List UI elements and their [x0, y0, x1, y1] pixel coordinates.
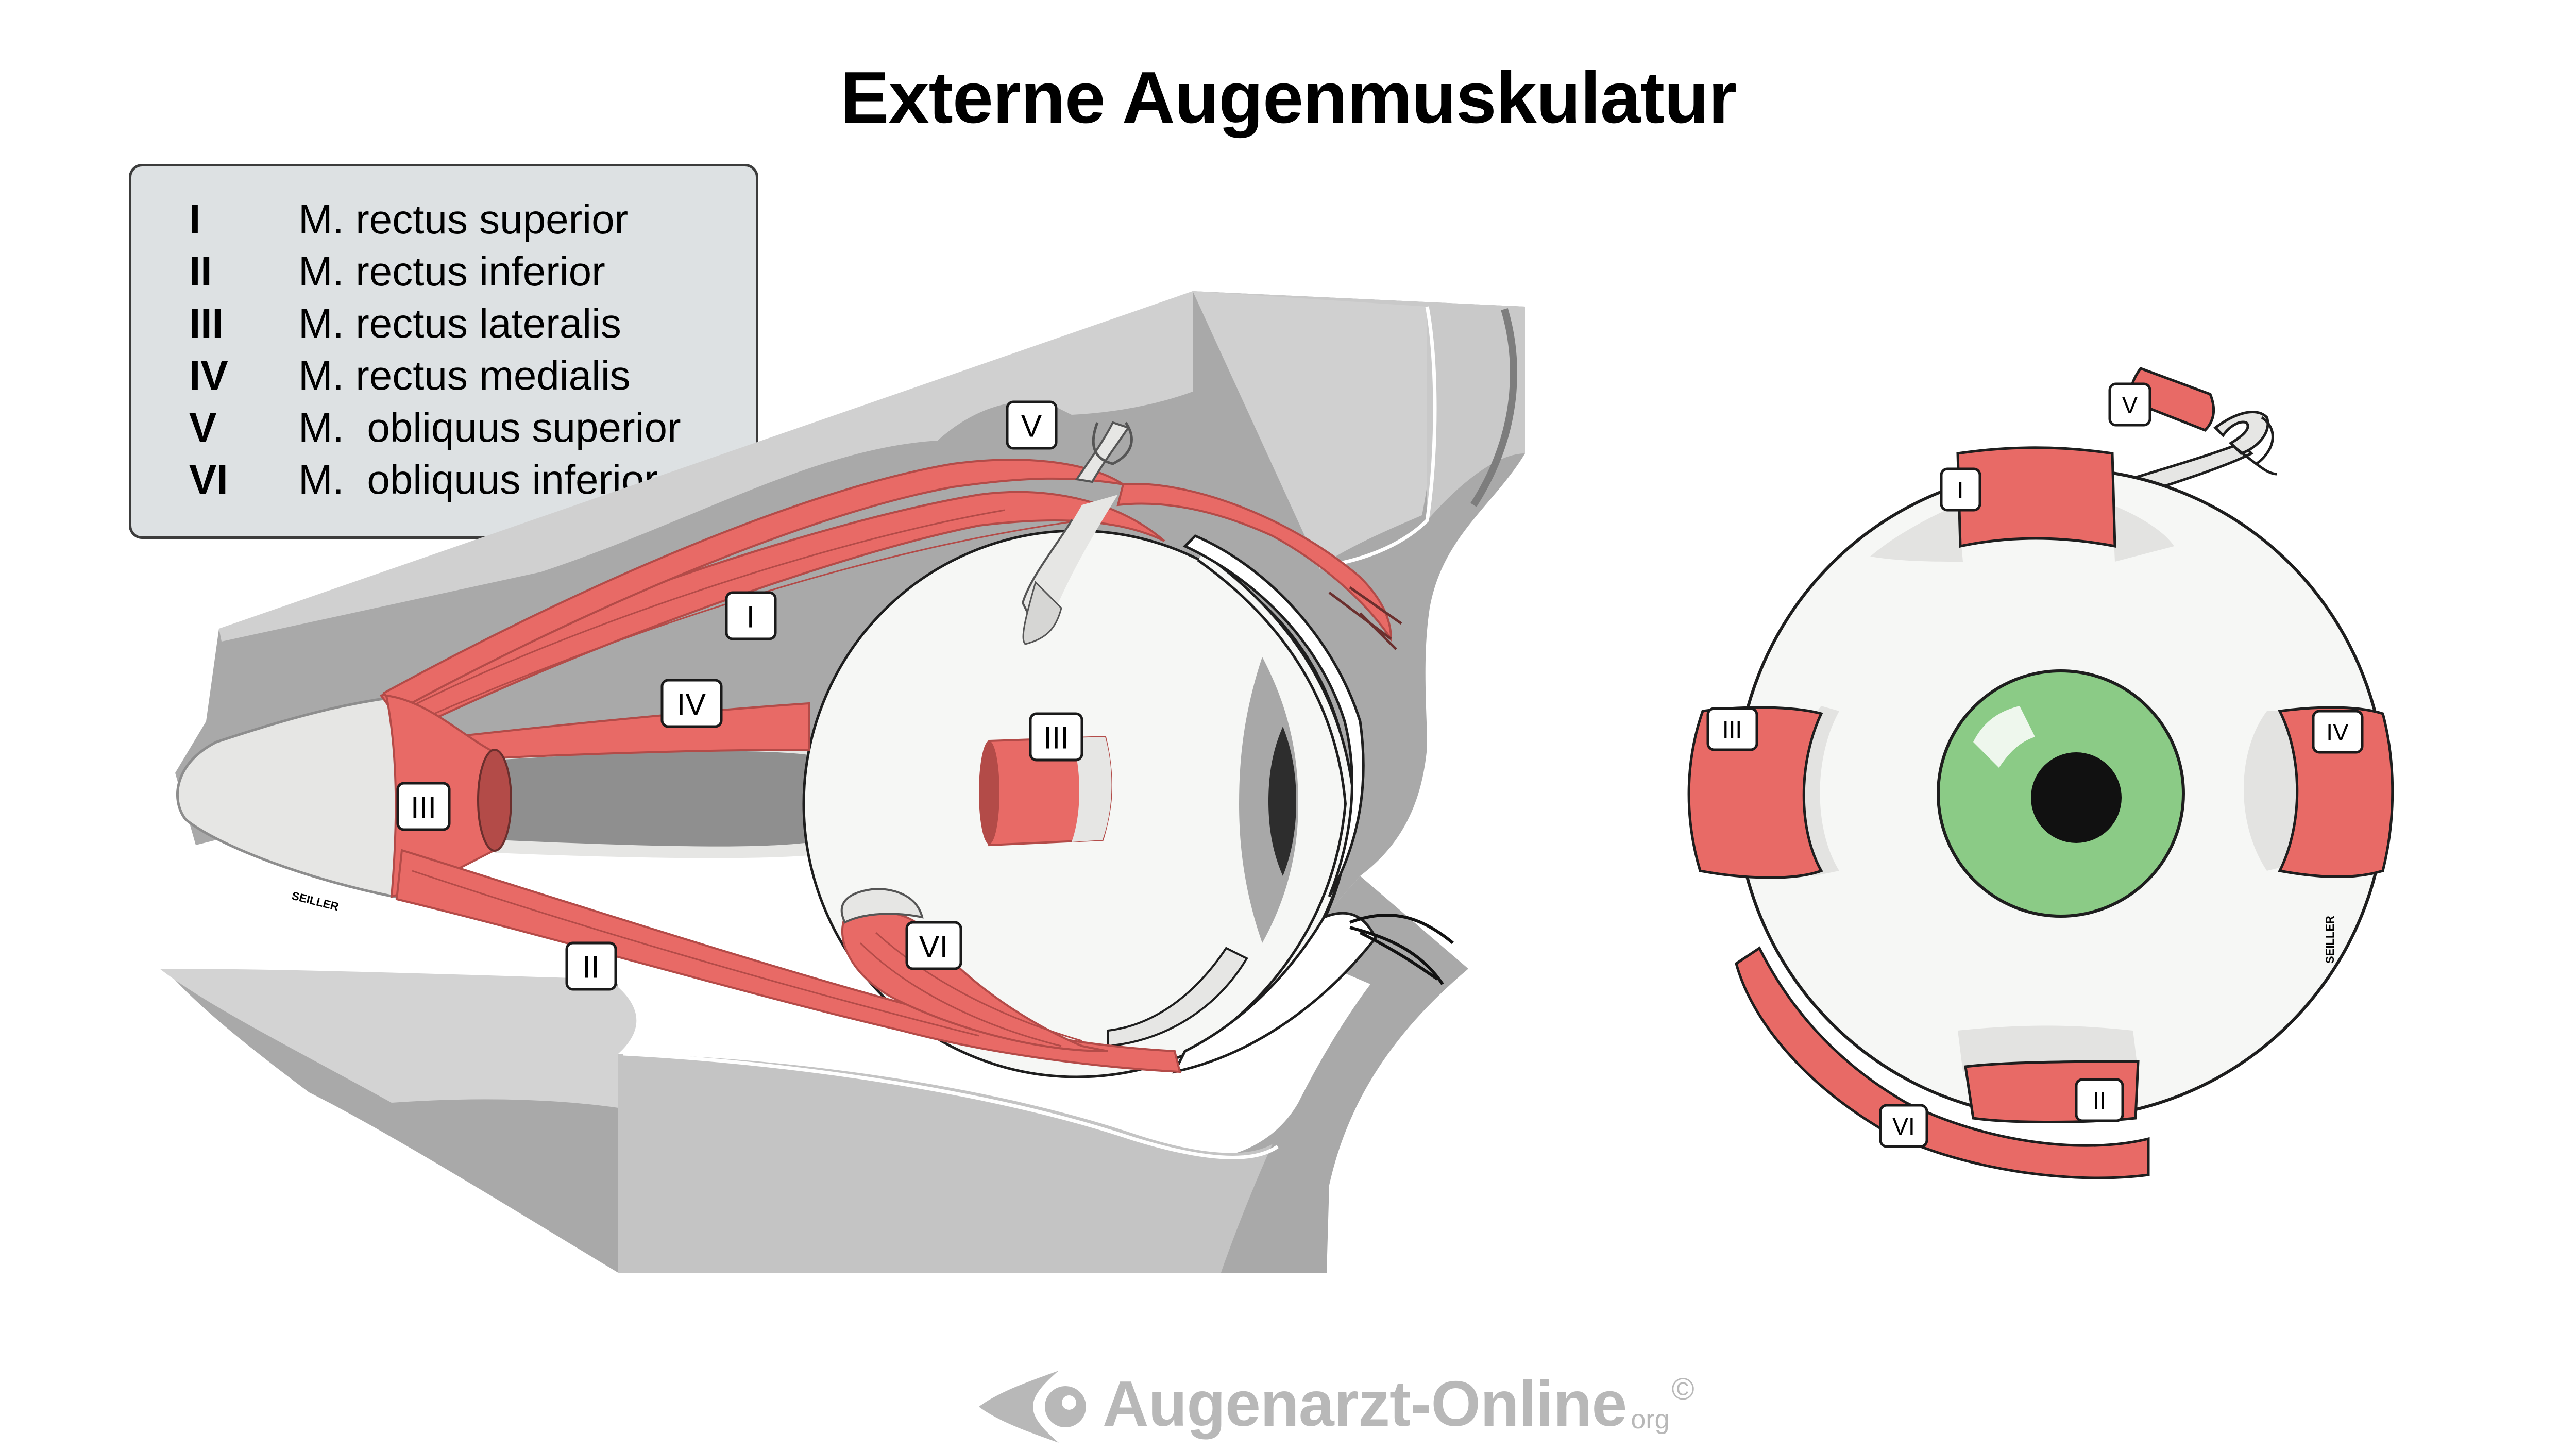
front-label-VI: VI: [1879, 1104, 1928, 1148]
legend-muscle-name: M. rectus medialis: [298, 352, 631, 398]
side-label-I: I: [725, 591, 777, 640]
iris-reflection: [1973, 706, 2035, 768]
label-text: III: [1043, 721, 1069, 755]
side-label-III-origin: III: [396, 782, 451, 831]
artist-signature: SEILLER: [291, 889, 340, 914]
side-view: SEILLER V I IV III III VI II: [160, 291, 1525, 1273]
label-text: III: [411, 790, 436, 825]
label-text: II: [2093, 1087, 2106, 1114]
page-title: Externe Augenmuskulatur: [840, 57, 1737, 139]
optic-nerve: [495, 746, 809, 850]
front-trochlea-ring: [2235, 416, 2278, 476]
eyelashes-lower: [1349, 926, 1444, 985]
muscle-fibers-inferior: [412, 870, 979, 1037]
front-artist-signature: SEILLER: [2324, 916, 2336, 964]
label-text: IV: [677, 687, 706, 722]
legend-item: V M. obliquus superior: [189, 401, 756, 453]
label-text: I: [747, 600, 755, 634]
legend-box: I M. rectus superior II M. rectus inferi…: [129, 164, 758, 539]
orbit-roof-highlight: [219, 291, 1434, 642]
footer-brand-tld: org: [1631, 1405, 1670, 1435]
legend-number: III: [189, 300, 224, 346]
front-label-II: II: [2075, 1078, 2124, 1122]
orbit-floor-highlight: [160, 969, 637, 1108]
front-label-V: V: [2108, 382, 2151, 427]
lateralis-tendon: [1072, 737, 1112, 842]
legend-item: I M. rectus superior: [189, 193, 756, 245]
side-label-II: II: [565, 941, 617, 991]
muscle-rectus-lateralis-cut: [477, 749, 512, 852]
footer-brand: Augenarzt-Online org ©: [979, 1360, 1694, 1448]
maxilla: [618, 1054, 1273, 1273]
legend-muscle-name: M. obliquus superior: [298, 404, 681, 450]
front-rectus-medialis: [2278, 706, 2394, 879]
front-inferior-insertion: [1958, 1025, 2138, 1072]
superior-tendon-strip: [1030, 495, 1118, 608]
legend-muscle-name: M. rectus inferior: [298, 248, 605, 294]
legend-muscle-name: M. rectus lateralis: [298, 300, 621, 346]
front-trochlea: [2213, 411, 2269, 455]
side-label-VI: VI: [905, 921, 962, 970]
front-rectus-superior: [1956, 446, 2116, 548]
optic-canal: [176, 694, 409, 901]
legend-number: VI: [189, 456, 228, 502]
lower-fornix: [1107, 947, 1248, 1048]
tendon-insertion: [1328, 586, 1402, 650]
maxilla-edge: [623, 1052, 1279, 1159]
legend-number: II: [189, 248, 212, 294]
trochlea-ring: [1092, 421, 1133, 465]
label-text: VI: [1892, 1113, 1914, 1140]
front-label-III: III: [1706, 707, 1758, 751]
eye-logo-icon: [979, 1371, 1086, 1443]
front-label-IV: IV: [2312, 710, 2364, 754]
footer-copyright: ©: [1671, 1371, 1694, 1406]
legend-number: I: [189, 196, 201, 242]
label-text: V: [1021, 409, 1042, 444]
lateralis-cut-face: [979, 741, 999, 844]
legend-muscle-name: M. rectus superior: [298, 196, 629, 242]
label-text: I: [1957, 477, 1964, 503]
front-superior-insertion-shadow: [1870, 505, 2174, 562]
front-label-I: I: [1940, 467, 1981, 512]
side-label-III-globe: III: [1029, 712, 1083, 762]
label-text: VI: [919, 930, 948, 964]
side-label-V: V: [1006, 400, 1058, 450]
front-obliquus-superior: [2129, 367, 2215, 432]
legend-number: IV: [189, 352, 228, 398]
front-pupil: [2031, 752, 2122, 843]
footer-brand-name: Augenarzt-Online: [1103, 1369, 1627, 1440]
orbit-outer-edge: [1470, 308, 1517, 507]
optic-nerve-sheath-bottom: [495, 840, 809, 858]
front-view: SEILLER V I III IV II VI: [1687, 367, 2394, 1179]
pupil-side: [1268, 727, 1296, 876]
upper-eyelid: [1182, 534, 1365, 898]
side-label-IV: IV: [660, 679, 723, 728]
legend-item: II M. rectus inferior: [189, 245, 756, 297]
obliquus-inferior-tendon: [840, 887, 924, 924]
obliquus-inferior-fibers: [859, 932, 1082, 1047]
eyelashes-upper: [1349, 913, 1454, 945]
orbit-upper-wall: [1193, 291, 1525, 520]
label-text: II: [582, 950, 599, 985]
label-text: III: [1722, 716, 1742, 743]
legend-number: V: [189, 404, 217, 450]
front-obliquus-inferior: [1735, 946, 2150, 1179]
lower-eyelid: [1172, 912, 1377, 1074]
superior-levator-sheath: [1022, 581, 1062, 645]
legend-item: III M. rectus lateralis: [189, 297, 756, 349]
orbit-upper-edge: [1318, 306, 1437, 569]
label-text: V: [2122, 392, 2138, 418]
label-text: IV: [2326, 719, 2349, 746]
legend-item: IV M. rectus medialis: [189, 349, 756, 401]
